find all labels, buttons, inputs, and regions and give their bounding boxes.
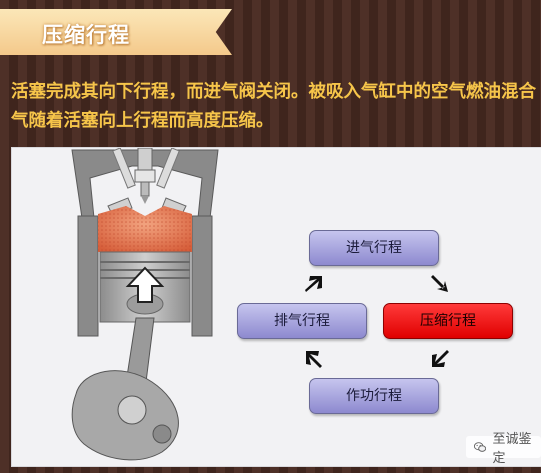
piston-up-arrow-icon bbox=[125, 266, 165, 303]
wechat-icon bbox=[474, 442, 487, 452]
cylinder-wall bbox=[77, 215, 213, 337]
stage-compression-label: 压缩行程 bbox=[420, 313, 476, 329]
crankshaft bbox=[71, 370, 179, 461]
exhaust-valve bbox=[156, 148, 187, 215]
spark-plug bbox=[134, 148, 156, 204]
arrow-intake-to-compression-icon bbox=[431, 275, 448, 292]
header-banner bbox=[0, 9, 232, 55]
stage-intake-label: 进气行程 bbox=[346, 240, 402, 256]
air-fuel-mixture bbox=[98, 206, 192, 252]
arrow-exhaust-to-intake-icon bbox=[305, 276, 322, 292]
stage-exhaust: 排气行程 bbox=[237, 303, 367, 339]
arrow-power-to-exhaust-icon bbox=[306, 351, 322, 368]
diagram-panel: 进气行程 压缩行程 作功行程 排气行程 bbox=[11, 147, 541, 467]
stage-power: 作功行程 bbox=[309, 378, 439, 414]
arrow-compression-to-power-icon bbox=[432, 350, 449, 367]
watermark-text: 至诚鉴定 bbox=[492, 432, 532, 466]
stroke-description: 活塞完成其向下行程，而进气阀关闭。被吸入气缸中的空气燃油混合气随着活塞向上行程而… bbox=[11, 82, 536, 131]
page-title: 压缩行程 bbox=[42, 23, 130, 47]
engine-illustration bbox=[71, 148, 219, 461]
stage-power-label: 作功行程 bbox=[346, 388, 402, 404]
watermark: 至诚鉴定 bbox=[466, 432, 541, 466]
stage-intake: 进气行程 bbox=[309, 230, 439, 266]
stage-compression: 压缩行程 bbox=[383, 303, 513, 339]
stage-exhaust-label: 排气行程 bbox=[274, 313, 330, 329]
